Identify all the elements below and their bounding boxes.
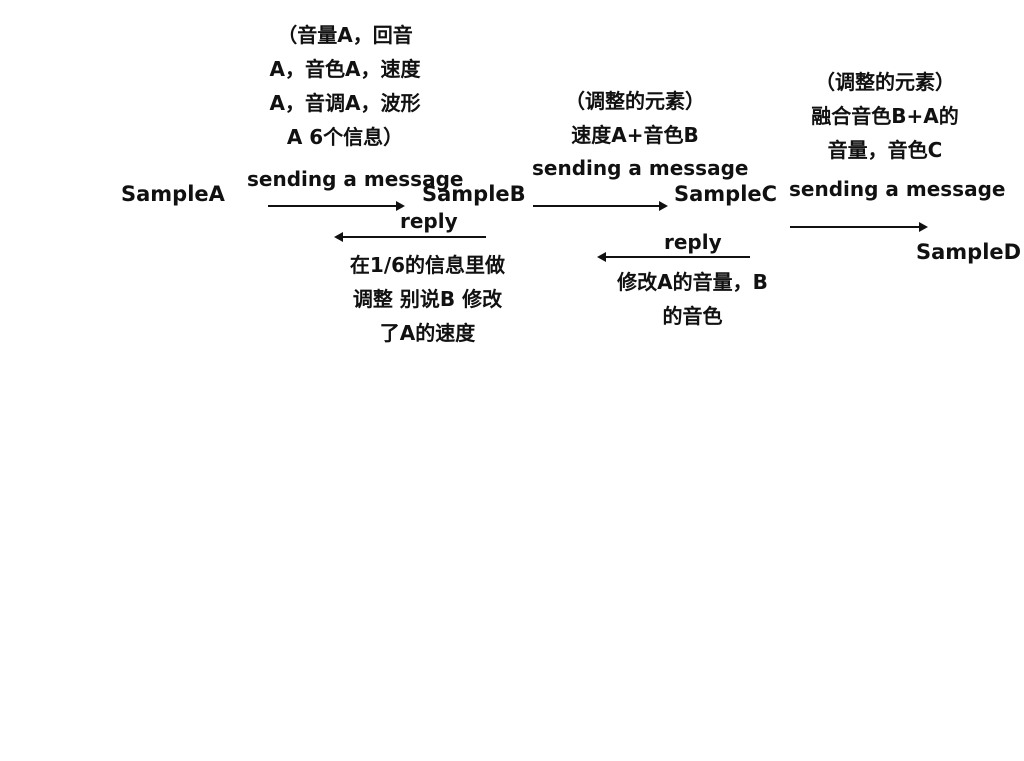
node-sample-d: SampleD	[916, 240, 1022, 264]
edge-label-send-b-to-c: sending a message	[532, 156, 749, 180]
note-bc-info: （调整的元素） 速度A+音色B	[535, 84, 735, 152]
note-cb-reply: 修改A的音量，B 的音色	[590, 265, 795, 333]
note-ab-info-line: （音量A，回音	[277, 23, 413, 47]
note-ba-reply-line: 调整 别说B 修改	[352, 287, 503, 311]
node-sample-c: SampleC	[674, 182, 778, 206]
arrowhead-reply-b-to-a	[334, 232, 343, 242]
edge-label-send-c-to-d: sending a message	[789, 177, 1006, 201]
arrowhead-send-c-to-d	[919, 222, 928, 232]
note-bc-info-line: 速度A+音色B	[571, 123, 699, 147]
edge-label-send-a-to-b: sending a message	[247, 167, 464, 191]
note-ab-info-line: A，音调A，波形	[269, 91, 421, 115]
note-ba-reply-line: 了A的速度	[379, 321, 476, 345]
note-ba-reply-line: 在1/6的信息里做	[349, 253, 506, 277]
note-cb-reply-line: 修改A的音量，B	[617, 270, 768, 294]
arrowhead-send-b-to-c	[659, 201, 668, 211]
node-sample-b: SampleB	[422, 182, 526, 206]
node-sample-a: SampleA	[121, 182, 225, 206]
note-ab-info-line: A，音色A，速度	[269, 57, 421, 81]
note-cd-info-line: （调整的元素）	[815, 70, 955, 94]
edge-label-reply-b-to-a: reply	[400, 209, 458, 233]
note-ab-info: （音量A，回音 A，音色A，速度 A，音调A，波形 A 6个信息）	[240, 18, 450, 154]
note-bc-info-line: （调整的元素）	[565, 89, 705, 113]
note-ab-info-line: A 6个信息）	[286, 125, 404, 149]
note-cb-reply-line: 的音色	[662, 304, 723, 328]
note-ba-reply: 在1/6的信息里做 调整 别说B 修改 了A的速度	[320, 248, 535, 350]
note-cd-info: （调整的元素） 融合音色B+A的 音量，音色C	[785, 65, 985, 167]
note-cd-info-line: 融合音色B+A的	[811, 104, 959, 128]
edge-label-reply-c-to-b: reply	[664, 230, 722, 254]
arrowhead-reply-c-to-b	[597, 252, 606, 262]
note-cd-info-line: 音量，音色C	[827, 138, 943, 162]
arrowhead-send-a-to-b	[396, 201, 405, 211]
